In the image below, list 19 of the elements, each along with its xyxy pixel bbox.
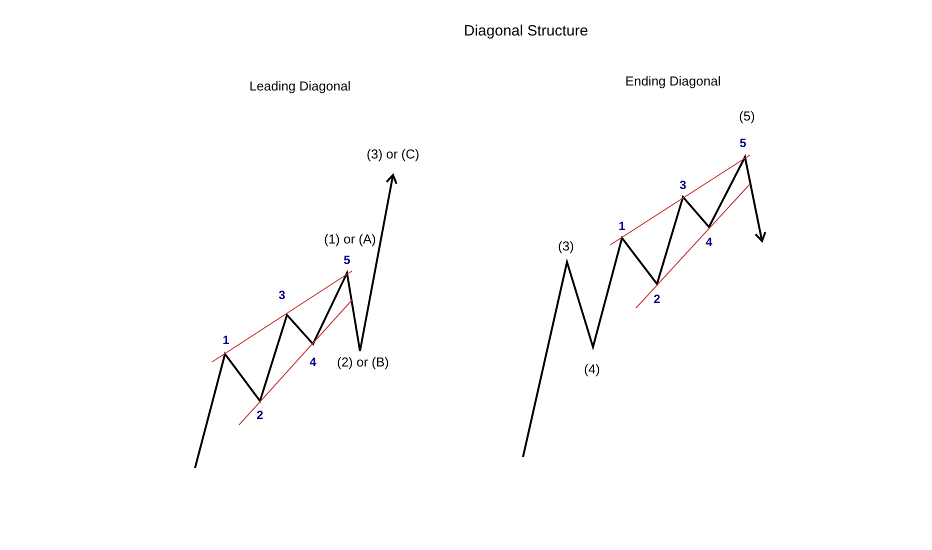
wave-number: 4 <box>310 355 316 369</box>
wave-number: 4 <box>706 235 712 249</box>
wave-label: (3) <box>558 238 574 254</box>
wave-number: 1 <box>222 333 230 347</box>
wave-label: (2) or (B) <box>337 354 389 370</box>
wave-number: 2 <box>654 292 660 306</box>
wave-label: (4) <box>584 362 600 376</box>
wave-number: 5 <box>344 253 350 267</box>
wave-number: 1 <box>618 219 626 233</box>
wave-label: (5) <box>739 108 755 124</box>
diagram-title: Diagonal Structure <box>464 22 588 40</box>
wave-number: 2 <box>256 408 264 422</box>
panel-title: Ending Diagonal <box>625 74 721 88</box>
panel-title: Leading Diagonal <box>249 78 351 94</box>
wave-label: (3) or (C) <box>366 146 420 162</box>
wave-number: 3 <box>278 288 286 302</box>
wave-label: (1) or (A) <box>324 232 376 246</box>
wave-number: 5 <box>740 136 746 150</box>
wave-number: 3 <box>680 178 686 192</box>
